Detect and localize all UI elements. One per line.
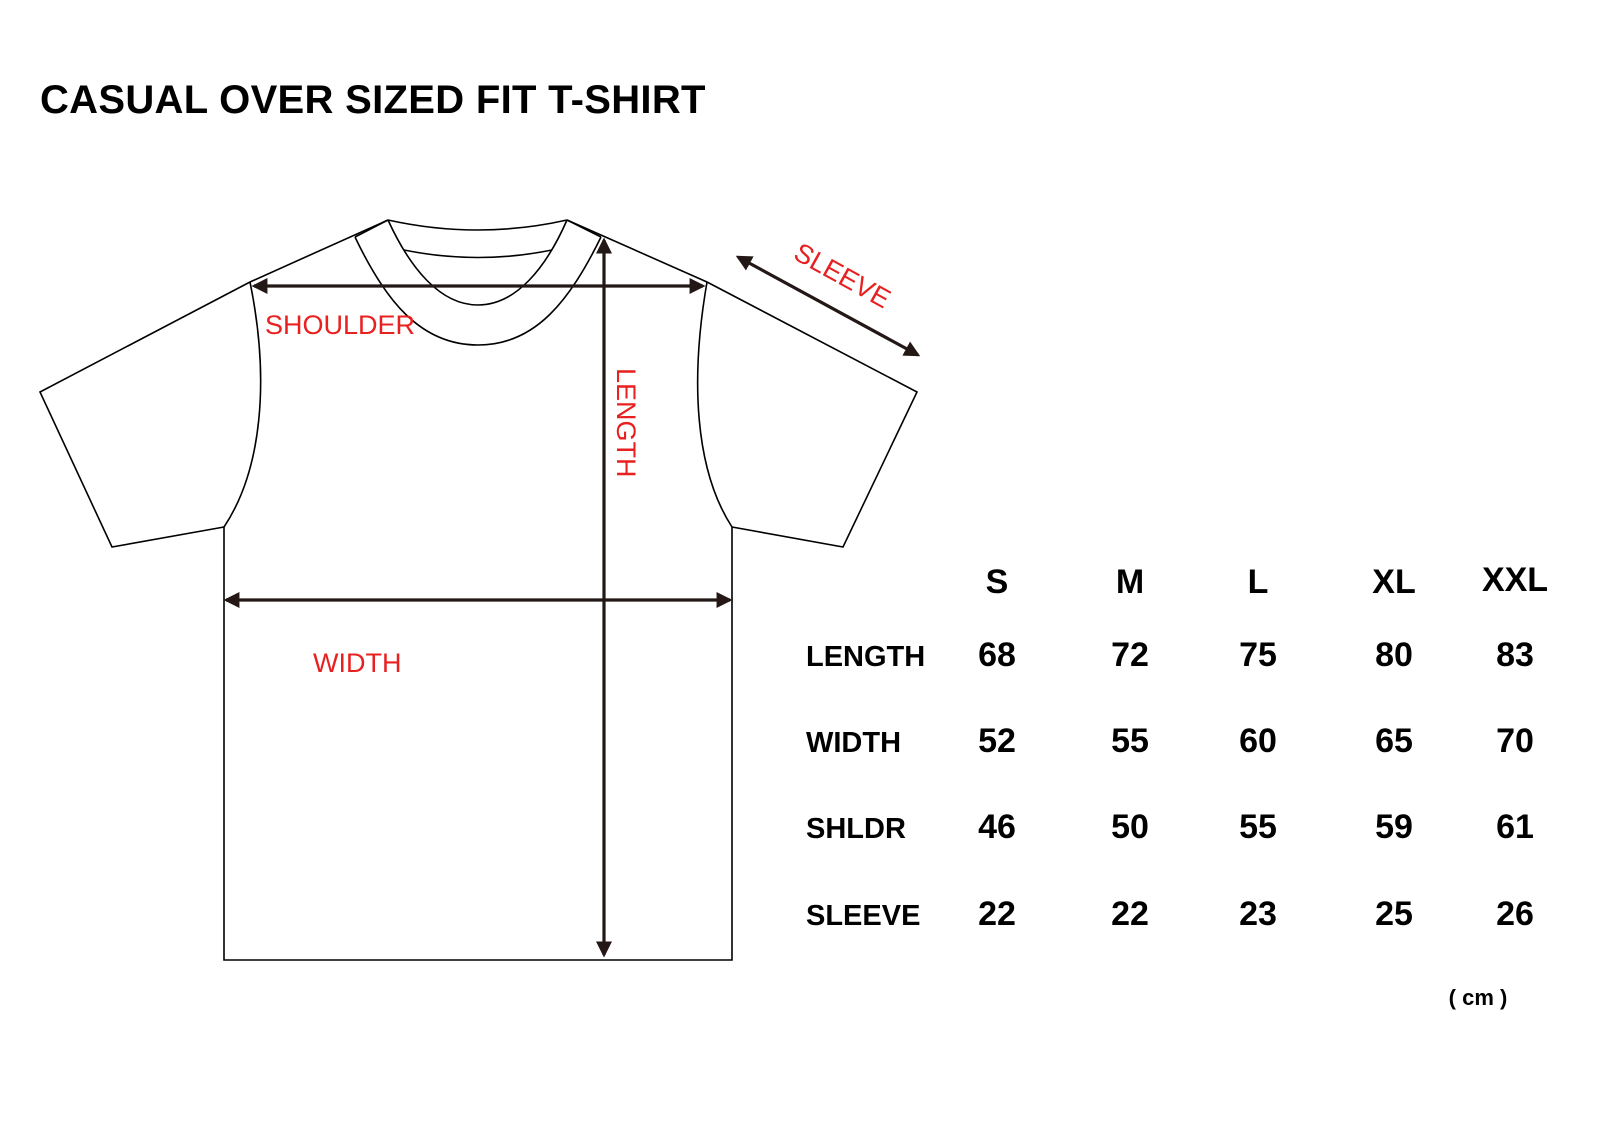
table-cell: 46 xyxy=(978,808,1016,846)
row-label-length: LENGTH xyxy=(806,641,926,673)
column-header-xxl: XXL xyxy=(1481,561,1549,599)
table-cell: 68 xyxy=(978,636,1016,674)
table-cell: 83 xyxy=(1496,636,1534,674)
unit-label: ( cm ) xyxy=(1448,985,1508,1010)
right-shoulder-seam xyxy=(566,219,708,283)
collar-rib-line xyxy=(403,249,553,259)
column-header-l: L xyxy=(1247,563,1269,601)
table-cell: 72 xyxy=(1111,636,1149,674)
table-cell: 60 xyxy=(1239,722,1277,760)
left-sleeve-outline xyxy=(38,281,251,548)
sleeve-arrow xyxy=(735,255,921,357)
width-label: WIDTH xyxy=(313,648,401,678)
row-label-sleeve: SLEEVE xyxy=(806,900,921,932)
collar-back xyxy=(387,219,568,231)
table-cell: 55 xyxy=(1111,722,1149,760)
table-cell: 23 xyxy=(1239,895,1277,933)
measurement-arrows xyxy=(223,237,921,958)
left-armhole xyxy=(223,281,262,528)
table-cell: 26 xyxy=(1496,895,1534,933)
table-cell: 52 xyxy=(978,722,1016,760)
shoulder-label: SHOULDER xyxy=(265,310,415,340)
table-cell: 75 xyxy=(1239,636,1277,674)
collar-inner xyxy=(387,219,568,306)
table-cell: 25 xyxy=(1375,895,1413,933)
right-armhole xyxy=(696,281,733,528)
left-shoulder-seam xyxy=(249,219,389,283)
tshirt-body-outline xyxy=(223,527,733,961)
column-header-s: S xyxy=(985,563,1009,601)
table-cell: 55 xyxy=(1239,808,1277,846)
collar-left-edge xyxy=(354,219,389,238)
table-cell: 61 xyxy=(1496,808,1534,846)
row-label-shldr: SHLDR xyxy=(806,813,906,845)
table-cell: 70 xyxy=(1496,722,1534,760)
table-cell: 22 xyxy=(1111,895,1149,933)
collar-right-edge xyxy=(566,219,602,238)
chart-title: CASUAL OVER SIZED FIT T-SHIRT xyxy=(40,78,706,122)
column-header-m: M xyxy=(1115,563,1145,601)
column-header-xl: XL xyxy=(1372,563,1416,601)
table-cell: 80 xyxy=(1375,636,1413,674)
table-cell: 50 xyxy=(1111,808,1149,846)
table-cell: 65 xyxy=(1375,722,1413,760)
length-label: LENGTH xyxy=(611,368,641,478)
row-label-width: WIDTH xyxy=(806,727,902,759)
table-cell: 22 xyxy=(978,895,1016,933)
table-cell: 59 xyxy=(1375,808,1413,846)
